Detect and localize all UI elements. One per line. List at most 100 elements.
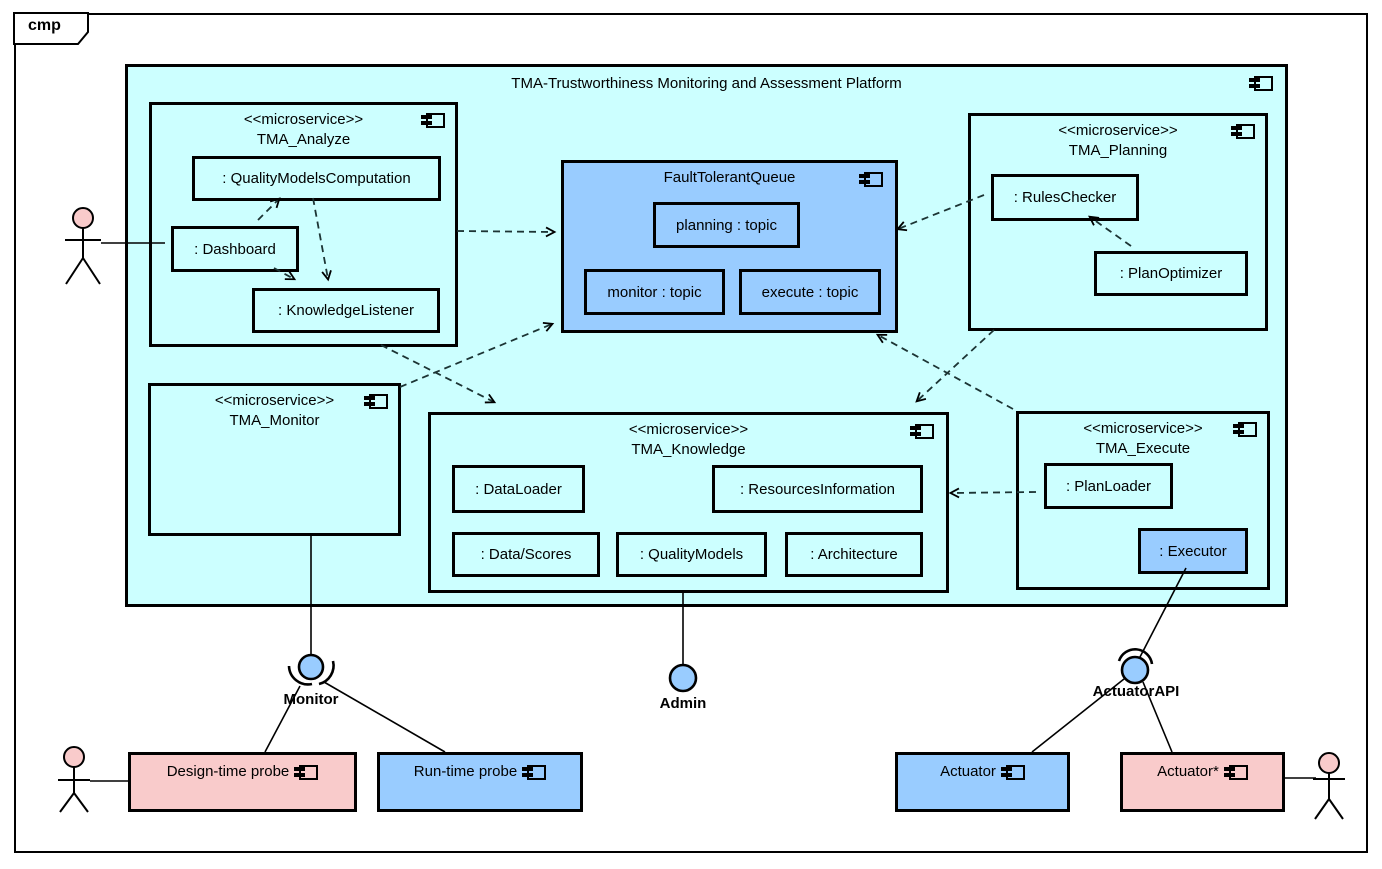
- link-actuator-api-to-actuator-star: [1142, 681, 1173, 753]
- component-label: : RulesChecker: [1013, 189, 1117, 206]
- component-label: : Data/Scores: [480, 546, 572, 563]
- topic-label: planning : topic: [676, 216, 777, 234]
- admin-interface-ball: [668, 663, 698, 693]
- microservice-analyze-box: <<microservice>> TMA_Analyze : QualityMo…: [149, 102, 458, 347]
- component-architecture: : Architecture: [785, 532, 923, 577]
- actuator-api-interface-ball: [1120, 655, 1150, 685]
- planning-header: <<microservice>> TMA_Planning: [971, 121, 1265, 160]
- dep-planning-to-queue: [895, 194, 985, 232]
- knowledge-name: TMA_Knowledge: [631, 440, 746, 458]
- external-label: Design-time probe: [166, 763, 290, 780]
- planning-stereotype: <<microservice>>: [1058, 122, 1178, 139]
- component-label: : PlanOptimizer: [1119, 265, 1223, 282]
- analyze-header: <<microservice>> TMA_Analyze: [152, 110, 455, 149]
- component-label: : KnowledgeListener: [278, 302, 414, 319]
- monitor-interface-ball: [297, 653, 325, 681]
- topic-planning: planning : topic: [653, 202, 800, 248]
- actuator-api-interface-label: ActuatorAPI: [1092, 683, 1180, 700]
- external-label: Actuator*: [1157, 763, 1219, 780]
- frame-tag-label: cmp: [28, 17, 61, 34]
- component-label: : DataLoader: [475, 480, 562, 498]
- actuator-api-socket-arc: [1117, 648, 1154, 665]
- component-icon: [364, 394, 388, 409]
- dep-monitor-to-queue: [399, 322, 555, 388]
- external-design-time-probe: Design-time probe: [128, 752, 357, 812]
- component-label: : Dashboard: [194, 240, 276, 258]
- component-icon: [522, 765, 547, 780]
- component-dashboard: : Dashboard: [171, 226, 299, 272]
- component-icon: [1231, 124, 1255, 139]
- actor-bottom-left: [58, 746, 90, 813]
- component-label: : QualityModelsComputation: [222, 170, 411, 187]
- planning-name: TMA_Planning: [1068, 141, 1168, 159]
- fault-tolerant-queue-box: FaultTolerantQueue planning : topic moni…: [561, 160, 898, 333]
- knowledge-header: <<microservice>> TMA_Knowledge: [431, 420, 946, 459]
- component-executor: : Executor: [1138, 528, 1248, 574]
- dep-analyze-to-knowledge: [380, 344, 497, 404]
- component-label: : QualityModels: [639, 546, 744, 563]
- monitor-socket-arc: [318, 660, 335, 686]
- component-rules-checker: : RulesChecker: [991, 174, 1139, 221]
- link-monitor-to-design-probe: [264, 685, 301, 753]
- component-label: : ResourcesInformation: [739, 480, 896, 498]
- analyze-name: TMA_Analyze: [256, 130, 351, 148]
- microservice-execute-box: <<microservice>> TMA_Execute : PlanLoade…: [1016, 411, 1270, 590]
- component-icon: [1233, 422, 1257, 437]
- execute-stereotype: <<microservice>>: [1083, 420, 1203, 437]
- actor-bottom-right: [1313, 752, 1345, 820]
- component-data-scores: : Data/Scores: [452, 532, 600, 577]
- platform-title: TMA-Trustworthiness Monitoring and Asses…: [511, 75, 902, 92]
- component-label: : PlanLoader: [1065, 477, 1152, 495]
- external-actuator-star: Actuator*: [1120, 752, 1285, 812]
- external-label: Run-time probe: [413, 763, 518, 780]
- component-label: : Architecture: [810, 546, 898, 563]
- monitor-stereotype: <<microservice>>: [214, 392, 335, 409]
- component-label: : Executor: [1159, 542, 1227, 560]
- monitor-interface-label: Monitor: [283, 691, 339, 708]
- monitor-header: <<microservice>> TMA_Monitor: [151, 391, 398, 430]
- microservice-monitor-box: <<microservice>> TMA_Monitor: [148, 383, 401, 536]
- dep-plan-loader-to-knowledge: [948, 487, 1037, 499]
- component-resources-information: : ResourcesInformation: [712, 465, 923, 513]
- analyze-stereotype: <<microservice>>: [243, 111, 364, 128]
- link-executor-to-actuator-api: [1139, 567, 1187, 658]
- topic-execute: execute : topic: [739, 269, 881, 315]
- monitor-name: TMA_Monitor: [229, 411, 320, 429]
- microservice-planning-box: <<microservice>> TMA_Planning : RulesChe…: [968, 113, 1268, 331]
- component-data-loader: : DataLoader: [452, 465, 585, 513]
- execute-name: TMA_Execute: [1095, 439, 1191, 457]
- component-quality-models-computation: : QualityModelsComputation: [192, 156, 441, 201]
- component-icon: [1249, 76, 1273, 91]
- queue-title: FaultTolerantQueue: [663, 169, 796, 186]
- component-plan-optimizer: : PlanOptimizer: [1094, 251, 1248, 296]
- dep-execute-to-queue: [875, 333, 1014, 410]
- topic-label: monitor : topic: [607, 283, 702, 301]
- component-plan-loader: : PlanLoader: [1044, 463, 1173, 509]
- component-knowledge-listener: : KnowledgeListener: [252, 288, 440, 333]
- actor-left: [65, 207, 101, 285]
- execute-header: <<microservice>> TMA_Execute: [1019, 419, 1267, 458]
- dep-analyze-to-queue: [456, 226, 557, 238]
- link-actuator-api-to-actuator: [1031, 678, 1125, 753]
- dep-planning-to-knowledge: [915, 329, 995, 403]
- platform-box: TMA-Trustworthiness Monitoring and Asses…: [125, 64, 1288, 607]
- dep-dashboard-to-qmc: [257, 197, 281, 221]
- dep-dashboard-to-knowledge-listener: [273, 267, 297, 281]
- component-icon: [294, 765, 319, 780]
- monitor-socket-arc: [287, 665, 313, 686]
- microservice-knowledge-box: <<microservice>> TMA_Knowledge : DataLoa…: [428, 412, 949, 593]
- component-icon: [421, 113, 445, 128]
- component-icon: [859, 172, 883, 187]
- component-icon: [1000, 765, 1025, 780]
- knowledge-stereotype: <<microservice>>: [628, 421, 749, 438]
- component-quality-models: : QualityModels: [616, 532, 767, 577]
- external-actuator: Actuator: [895, 752, 1070, 812]
- topic-label: execute : topic: [761, 283, 859, 301]
- component-icon: [910, 424, 934, 439]
- dep-plan-optimizer-to-rules-checker: [1088, 215, 1132, 247]
- frame-tab: [13, 12, 89, 45]
- dep-qmc-to-knowledge-listener: [312, 197, 332, 282]
- link-monitor-to-run-probe: [323, 681, 446, 753]
